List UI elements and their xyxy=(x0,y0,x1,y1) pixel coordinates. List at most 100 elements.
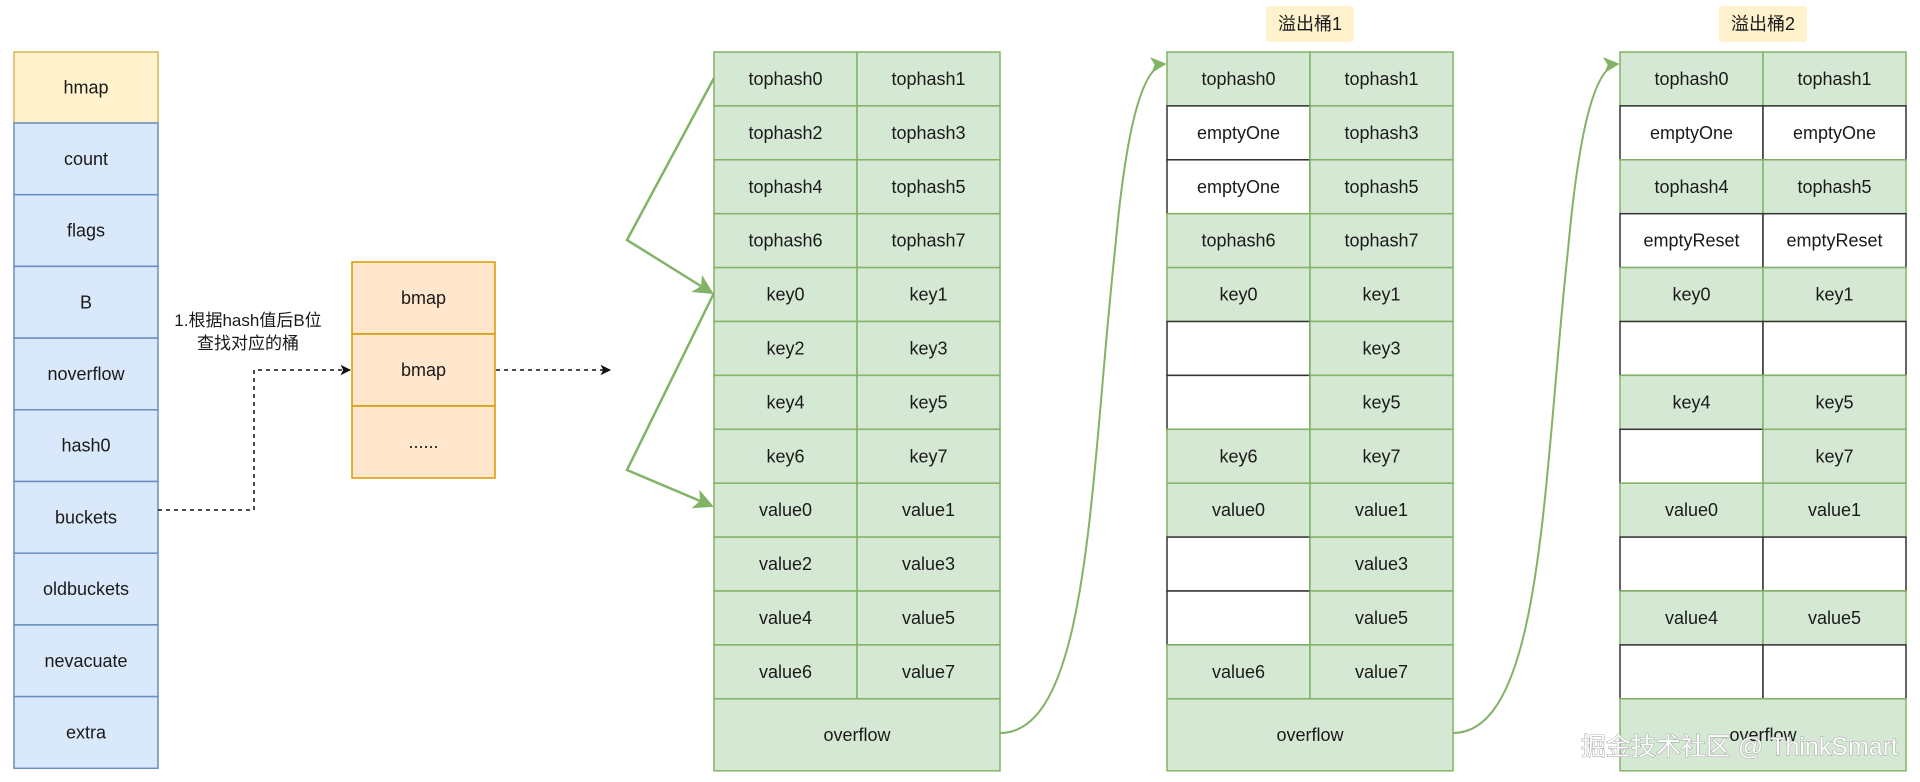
bucket-0-cell-5-1-box xyxy=(856,320,1001,377)
bucket-2-cell-7-1-label: key7 xyxy=(1815,446,1853,466)
bucket-0-cell-5-1: key3 xyxy=(856,320,1001,377)
bucket-0-cell-10-1: value5 xyxy=(856,590,1001,646)
bucket-0-cell-9-0-label: value2 xyxy=(759,554,812,574)
bucket-2-cell-3-1-box xyxy=(1762,212,1907,269)
bucket-2-cell-7-0 xyxy=(1619,428,1764,484)
annotation-line-2: 查找对应的桶 xyxy=(197,334,299,353)
bucket-1-cell-7-1-box xyxy=(1309,428,1454,484)
hmap-field-nevacuate-label: nevacuate xyxy=(44,651,127,671)
bucket-1-cell-3-1-box xyxy=(1309,212,1454,269)
bucket-1-overflow-label: overflow xyxy=(1276,725,1344,745)
bucket-1-cell-5-1-label: key3 xyxy=(1362,338,1400,358)
bucket-2-cell-8-1-label: value1 xyxy=(1808,500,1861,520)
bucket-2-cell-0-0-label: tophash0 xyxy=(1654,69,1728,89)
hmap-field-count-label: count xyxy=(64,149,108,169)
hmap-field-count-box xyxy=(13,122,159,196)
bucket-1-cell-7-0: key6 xyxy=(1166,428,1311,484)
bmap-cell-0: bmap xyxy=(351,261,496,335)
bucket-1-cell-0-1-box xyxy=(1309,51,1454,107)
bucket-2-cell-1-0-label: emptyOne xyxy=(1650,123,1733,143)
hmap-field-buckets: buckets xyxy=(13,480,159,554)
bmap-cell-1-label: bmap xyxy=(401,360,446,380)
bucket-0-cell-7-0-box xyxy=(713,428,858,484)
bucket-2-overflow-label: overflow xyxy=(1729,725,1797,745)
bucket-1-cell-8-0-box xyxy=(1166,482,1311,538)
bucket-2-cell-10-0: value4 xyxy=(1619,590,1764,646)
bucket-1-cell-8-1-box xyxy=(1309,482,1454,538)
bucket-0-cell-5-0-label: key2 xyxy=(766,338,804,358)
bucket-1-cell-4-1: key1 xyxy=(1309,266,1454,323)
bucket-0-cell-1-0: tophash2 xyxy=(713,105,858,161)
bucket-0-cell-11-1-box xyxy=(856,644,1001,700)
buckets-to-bmap-connector xyxy=(158,364,352,511)
bucket-0-cell-8-1-label: value1 xyxy=(902,500,955,520)
bucket-0-overflow: overflow xyxy=(713,698,1001,772)
bucket-0-cell-11-1-label: value7 xyxy=(902,662,955,682)
bucket-0-cell-10-1-label: value5 xyxy=(902,608,955,628)
bucket-1-cell-2-1-box xyxy=(1309,159,1454,215)
bucket-2-cell-11-0 xyxy=(1619,644,1764,700)
bucket-2-cell-2-1: tophash5 xyxy=(1762,159,1907,215)
bucket-1-cell-6-0 xyxy=(1166,374,1311,431)
bucket-0-overflow-label: overflow xyxy=(823,725,891,745)
hmap-field-b-box xyxy=(13,265,159,339)
hmap-field-hash0-box xyxy=(13,409,159,483)
bucket-1-cell-4-0: key0 xyxy=(1166,266,1311,323)
hmap-field-flags-label: flags xyxy=(67,221,105,241)
hmap-field-hash0: hash0 xyxy=(13,409,159,483)
bucket-2-cell-1-1-label: emptyOne xyxy=(1793,123,1876,143)
bucket-1-cell-1-0-label: emptyOne xyxy=(1197,123,1280,143)
bucket-1-cell-6-1: key5 xyxy=(1309,374,1454,431)
bucket-0-cell-7-1: key7 xyxy=(856,428,1001,484)
bucket-2-cell-6-0-label: key4 xyxy=(1672,392,1710,412)
bucket-1-cell-5-0 xyxy=(1166,320,1311,377)
bucket-1-cell-6-1-label: key5 xyxy=(1362,392,1400,412)
bucket-1-cell-11-1-box xyxy=(1309,644,1454,700)
bucket-2-cell-6-0-box xyxy=(1619,374,1764,431)
bucket-1-cell-10-1-label: value5 xyxy=(1355,608,1408,628)
bucket-0-cell-7-1-box xyxy=(856,428,1001,484)
bucket-2-cell-3-0: emptyReset xyxy=(1619,212,1764,269)
bucket-0-cell-7-1-label: key7 xyxy=(909,446,947,466)
bucket-1-cell-11-1: value7 xyxy=(1309,644,1454,700)
overflow-bucket-2-title-bg xyxy=(1719,6,1807,42)
bucket-0-cell-11-0-box xyxy=(713,644,858,700)
bucket-0-cell-3-1-box xyxy=(856,212,1001,269)
bucket-0-cell-9-1-box xyxy=(856,536,1001,592)
bucket-0-cell-7-0: key6 xyxy=(713,428,858,484)
bucket-0-cell-0-1-label: tophash1 xyxy=(891,69,965,89)
bucket-0-cell-1-0-box xyxy=(713,105,858,161)
bucket-0-cell-4-1-box xyxy=(856,266,1001,323)
bucket-1-cell-4-1-box xyxy=(1309,266,1454,323)
bucket-2-cell-6-1-box xyxy=(1762,374,1907,431)
bucket-2-cell-6-0: key4 xyxy=(1619,374,1764,431)
bucket-1-cell-11-0-label: value6 xyxy=(1212,662,1265,682)
overflow-to-bucket1-arrow xyxy=(999,57,1167,734)
bucket-2-cell-1-0-box xyxy=(1619,105,1764,161)
hmap-field-b-label: B xyxy=(80,292,92,312)
bucket-2-cell-2-1-box xyxy=(1762,159,1907,215)
bucket-0-cell-2-0-label: tophash4 xyxy=(748,177,822,197)
bucket-1-cell-9-1-box xyxy=(1309,536,1454,592)
bmap-cell-2-box xyxy=(351,405,496,479)
bucket-0-cell-9-1-label: value3 xyxy=(902,554,955,574)
bmap-cell-0-box xyxy=(351,261,496,335)
hmap-field-buckets-label: buckets xyxy=(55,507,117,527)
bucket-0-cell-2-0: tophash4 xyxy=(713,159,858,215)
overflow-bucket-1-title-text: 溢出桶1 xyxy=(1278,14,1342,34)
bucket-0-cell-1-1-box xyxy=(856,105,1001,161)
hmap-header-label: hmap xyxy=(63,78,108,98)
bucket-2-cell-5-0 xyxy=(1619,320,1764,377)
bmap-cell-2-label: ...... xyxy=(408,432,438,452)
bucket-0-cell-1-1: tophash3 xyxy=(856,105,1001,161)
bucket-0-cell-4-0-label: key0 xyxy=(766,285,804,305)
bucket-1-cell-3-0: tophash6 xyxy=(1166,212,1311,269)
bucket-2-cell-1-1-box xyxy=(1762,105,1907,161)
hmap-field-hash0-label: hash0 xyxy=(61,436,110,456)
bucket-2-cell-8-1: value1 xyxy=(1762,482,1907,538)
bucket-0-cell-6-0-label: key4 xyxy=(766,392,804,412)
bucket-1-cell-0-0-label: tophash0 xyxy=(1201,69,1275,89)
bucket-0-cell-3-1-label: tophash7 xyxy=(891,231,965,251)
